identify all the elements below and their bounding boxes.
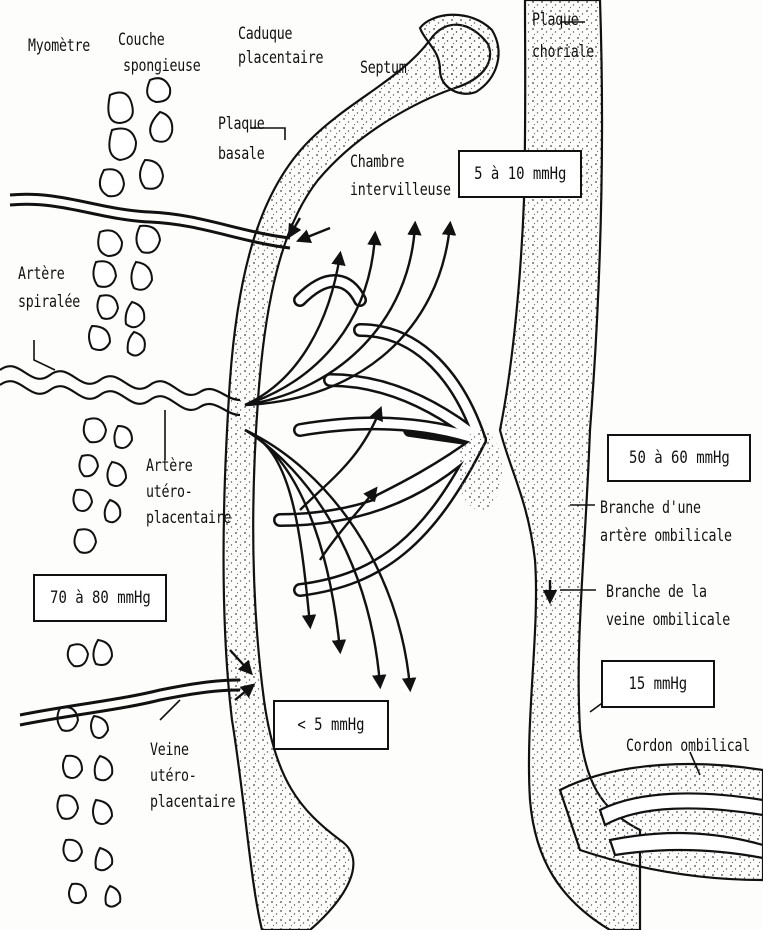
label-artere-utero-3: placentaire: [146, 506, 231, 530]
lower-vein: [20, 680, 240, 725]
label-branche-veineuse-1: Branche de la: [606, 580, 707, 604]
label-branche-arterielle-2: artère ombilicale: [600, 524, 732, 548]
label-artere-spiralee-2: spiralée: [18, 290, 80, 314]
label-caduque: Caduque: [238, 22, 292, 46]
label-couche: Couche: [118, 28, 164, 52]
label-septum: Septum: [360, 56, 406, 80]
pressure-umbilical-vein: 15 mmHg: [601, 660, 715, 708]
label-plaque-choriale-1: Plaque: [532, 8, 578, 32]
pressure-umbilical-artery: 50 à 60 mmHg: [607, 434, 751, 482]
label-artere-utero-1: Artère: [146, 454, 192, 478]
label-spongieuse: spongieuse: [123, 54, 201, 78]
label-branche-arterielle-1: Branche d'une: [600, 496, 701, 520]
label-placentaire: placentaire: [238, 46, 323, 70]
label-artere-utero-2: utéro-: [146, 480, 192, 504]
label-chambre: Chambre: [350, 150, 404, 174]
pressure-uterine-vein: < 5 mmHg: [273, 700, 389, 750]
label-veine-utero-1: Veine: [150, 738, 189, 762]
label-branche-veineuse-2: veine ombilicale: [606, 608, 730, 632]
label-plaque-basale-2: basale: [218, 142, 264, 166]
label-artere-spiralee-1: Artère: [18, 262, 64, 286]
pressure-intervillous: 5 à 10 mmHg: [458, 150, 582, 198]
pressure-uterine-artery: 70 à 80 mmHg: [33, 574, 167, 622]
label-intervilleuse: intervilleuse: [350, 178, 451, 202]
label-veine-utero-2: utéro-: [150, 764, 196, 788]
label-cordon: Cordon ombilical: [626, 734, 750, 758]
spiral-artery: [0, 366, 240, 415]
label-plaque-basale-1: Plaque: [218, 112, 264, 136]
label-myometre: Myomètre: [28, 34, 90, 58]
label-veine-utero-3: placentaire: [150, 790, 235, 814]
label-plaque-choriale-2: choriale: [532, 40, 594, 64]
flow-arrows: [230, 218, 550, 700]
